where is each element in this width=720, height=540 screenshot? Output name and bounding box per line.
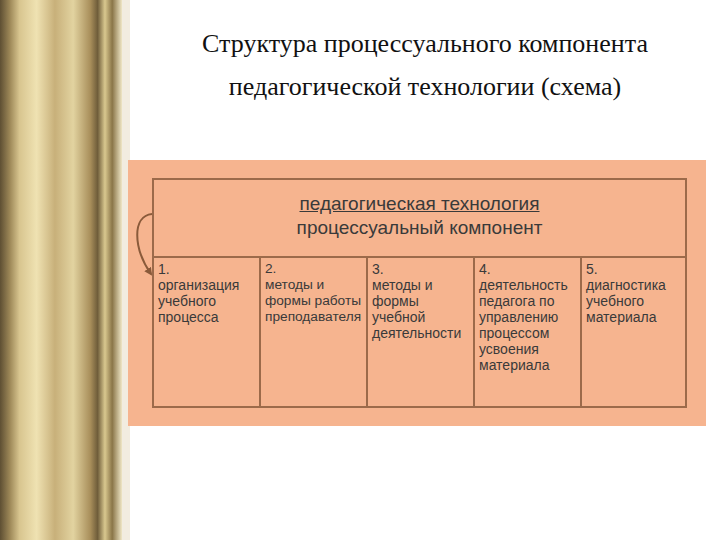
cell-number: 1.: [158, 261, 255, 277]
title-text: Структура процессуального компонента пед…: [202, 29, 648, 101]
marble-border: [0, 0, 130, 540]
slide-title: Структура процессуального компонента пед…: [132, 22, 718, 108]
table-cell: 1.организация учебного процесса: [152, 256, 261, 408]
cell-number: 2.: [265, 261, 362, 277]
cell-text: методы и формы учебной деятельности: [372, 277, 469, 341]
cell-text: педагогическая технология: [154, 192, 685, 216]
cell-text: диагностика учебного материала: [586, 277, 681, 325]
cell-text: деятельность педагога по управлению проц…: [479, 277, 576, 373]
table-cell: 2.методы и формы работы преподавателя: [259, 256, 368, 408]
header-band: педагогическая технологияпроцессуальный …: [152, 178, 687, 258]
cell-number: 4.: [479, 261, 576, 277]
table-cell: 5.диагностика учебного материала: [580, 256, 687, 408]
cell-text: организация учебного процесса: [158, 277, 255, 325]
cell-text: методы и формы работы преподавателя: [265, 277, 362, 325]
curved-arrow: [137, 214, 152, 274]
table-cell: 4.деятельность педагога по управлению пр…: [473, 256, 582, 408]
table-cell: 3.методы и формы учебной деятельности: [366, 256, 475, 408]
cell-number: 5.: [586, 261, 681, 277]
cell-text: процессуальный компонент: [154, 216, 685, 240]
cell-number: 3.: [372, 261, 469, 277]
